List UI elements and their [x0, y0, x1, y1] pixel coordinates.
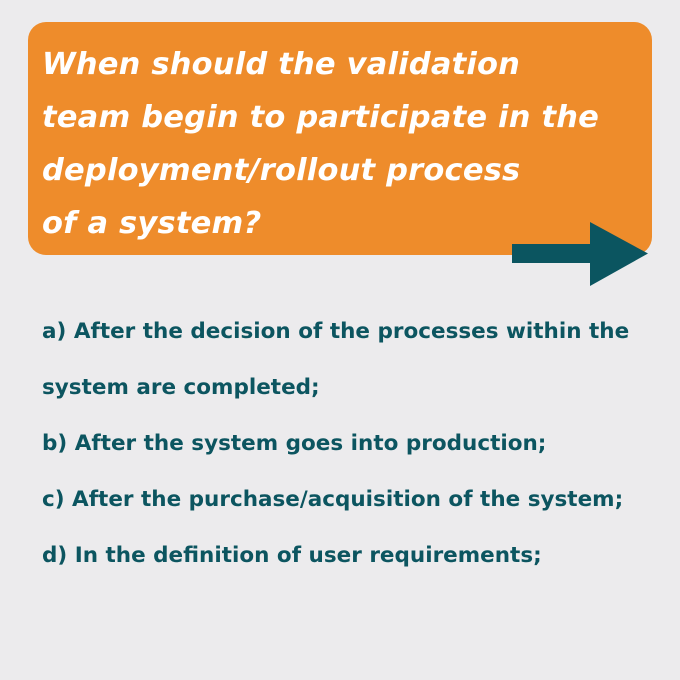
option-c: c) After the purchase/acquisition of the… — [42, 487, 624, 512]
answer-options: a) After the decision of the processes w… — [42, 304, 662, 584]
question-card: When should the validation team begin to… — [28, 22, 652, 255]
option-a: a) After the decision of the processes w… — [42, 319, 630, 400]
option-b: b) After the system goes into production… — [42, 431, 547, 456]
option-d: d) In the definition of user requirement… — [42, 543, 542, 568]
right-arrow-icon — [512, 222, 648, 286]
question-text: When should the validation team begin to… — [42, 47, 600, 241]
